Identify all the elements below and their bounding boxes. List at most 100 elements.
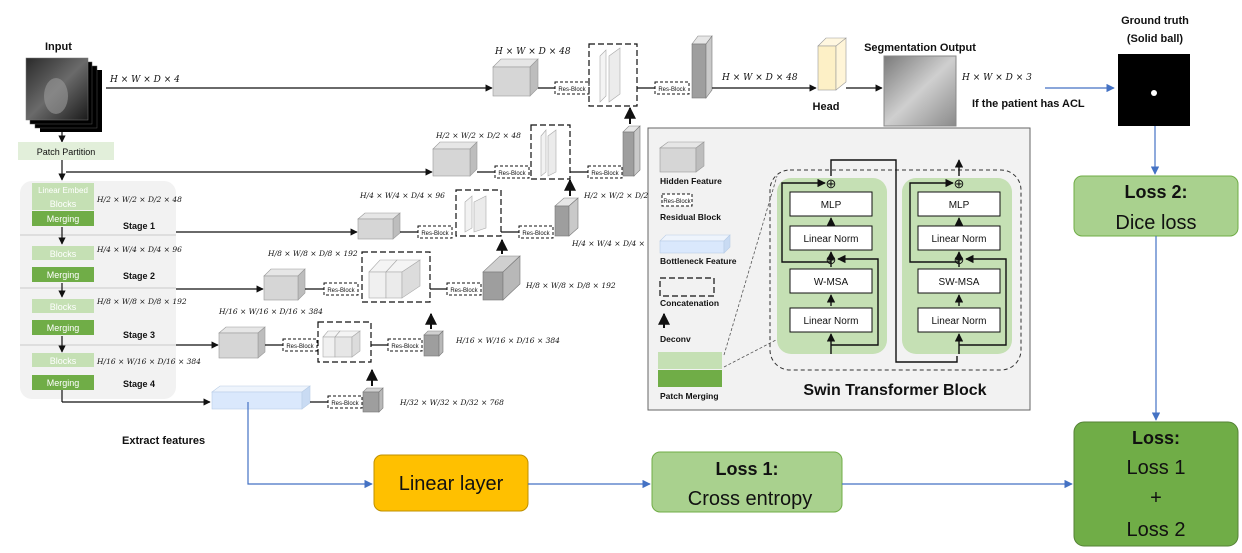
swin-ln-3 <box>917 225 1001 251</box>
concat-2 <box>455 189 502 237</box>
stage2-label: Stage 2 <box>123 271 155 281</box>
loss1-body: Cross entropy <box>688 488 813 510</box>
dim-seg-out: H × W × D × 3 <box>961 73 1032 83</box>
stage4-label: Stage 4 <box>123 379 155 389</box>
legend-merging-dark <box>658 370 722 387</box>
total-loss-l1: Loss 1 <box>1127 457 1186 479</box>
swin-ln-2 <box>789 307 873 333</box>
stage4-merging-label: Merging <box>47 378 80 388</box>
ground-truth-line2: (Solid ball) <box>1127 33 1184 45</box>
dim-stage1: H/2 × W/2 × D/2 × 48 <box>96 195 182 204</box>
legend-hidden-feature-icon <box>659 141 705 173</box>
dim-l4-right: H/16 × W/16 × D/16 × 384 <box>455 336 560 345</box>
res-block-0a-label: Res-Block <box>558 87 586 93</box>
stage4-merging-box <box>32 375 94 390</box>
dim-stage2: H/4 × W/4 × D/4 × 96 <box>96 245 182 254</box>
res-block-3b <box>446 282 482 296</box>
total-loss-l2: Loss 2 <box>1127 519 1186 541</box>
head-label: Head <box>813 101 840 113</box>
stage2-merging-box <box>32 267 94 282</box>
hidden-feature-l4 <box>218 326 266 359</box>
legend-bottleneck-icon <box>659 234 731 254</box>
res-block-3a-label: Res-Block <box>327 288 355 294</box>
input-mri-stack <box>25 57 102 132</box>
concat-1 <box>530 124 571 180</box>
legend-concatenation: Concatenation <box>660 298 719 308</box>
res-block-2a-label: Res-Block <box>421 231 449 237</box>
res-block-2b <box>518 225 554 239</box>
stage2-merging-label: Merging <box>47 270 80 280</box>
legend-patch-merging: Patch Merging <box>660 391 719 401</box>
res-block-1b <box>587 165 623 179</box>
patch-partition-box <box>18 142 114 160</box>
decoder-feature-l3 <box>482 255 521 301</box>
loss1-box <box>651 451 843 513</box>
ground-truth-line1: Ground truth <box>1121 15 1189 27</box>
swin-wmsa <box>789 268 873 294</box>
res-block-5 <box>327 395 363 409</box>
dim-top-in: H × W × D × 48 <box>494 47 571 57</box>
seg-output-image <box>883 55 957 127</box>
decoder-feature-l1 <box>622 125 641 177</box>
seg-output-label: Segmentation Output <box>864 42 976 54</box>
linear-layer-label: Linear layer <box>399 473 504 495</box>
stage3-label: Stage 3 <box>123 330 155 340</box>
legend-concat-icon <box>659 277 715 297</box>
stage2-blocks-box <box>32 246 94 260</box>
patch-partition-label: Patch Partition <box>37 147 96 157</box>
head-block <box>817 37 847 91</box>
stage1-blocks-box <box>32 196 94 210</box>
dim-bottleneck: H/32 × W/32 × D/32 × 768 <box>399 398 504 407</box>
res-block-0b <box>654 81 690 95</box>
swin-wmsa-label: W-MSA <box>814 277 849 288</box>
swin-plus-3: ⊕ <box>954 176 965 191</box>
swin-ln-4-label: Linear Norm <box>931 316 986 327</box>
stage3-blocks-box <box>32 299 94 313</box>
ground-truth-ball <box>1151 90 1157 96</box>
swin-mlp-1-label: MLP <box>821 200 842 211</box>
legend-hidden-feature: Hidden Feature <box>660 176 722 186</box>
dim-l2-left: H/4 × W/4 × D/4 × 96 <box>359 191 445 200</box>
res-block-1a <box>494 165 530 179</box>
concat-4 <box>317 321 372 363</box>
dim-l2-right: H/4 × W/4 × D/4 × 96 <box>571 239 657 248</box>
stage4-blocks-label: Blocks <box>50 356 77 366</box>
stage3-merging-box <box>32 320 94 335</box>
swin-mlp-2 <box>917 191 1001 217</box>
total-loss-plus: + <box>1150 487 1162 509</box>
concat-0-slices <box>599 47 621 103</box>
res-block-2b-label: Res-Block <box>522 231 550 237</box>
total-loss-title: Loss: <box>1132 428 1180 448</box>
swin-mlp-2-label: MLP <box>949 200 970 211</box>
res-block-4b <box>387 338 423 352</box>
legend-residual-block: Residual Block <box>660 212 721 222</box>
hidden-feature-l1 <box>432 141 478 177</box>
dim-stage4: H/16 × W/16 × D/16 × 384 <box>96 357 201 366</box>
stage1-blocks-label: Blocks <box>50 199 77 209</box>
input-label: Input <box>45 41 72 53</box>
swin-ln-1 <box>789 225 873 251</box>
dim-top-out: H × W × D × 48 <box>721 73 798 83</box>
decoder-feature-top <box>691 35 713 99</box>
swin-ln-4 <box>917 307 1001 333</box>
swin-mlp-1 <box>789 191 873 217</box>
dim-stage3: H/8 × W/8 × D/8 × 192 <box>96 297 187 306</box>
res-block-4b-label: Res-Block <box>391 344 419 350</box>
swin-ln-2-label: Linear Norm <box>803 316 858 327</box>
legend-deconv: Deconv <box>660 334 691 344</box>
res-block-3b-label: Res-Block <box>450 288 478 294</box>
swin-ln-1-label: Linear Norm <box>803 234 858 245</box>
stage3-merging-label: Merging <box>47 323 80 333</box>
stage3-blocks-label: Blocks <box>50 302 77 312</box>
dim-l3-left: H/8 × W/8 × D/8 × 192 <box>267 249 358 258</box>
swin-swmsa-label: SW-MSA <box>939 277 980 288</box>
decoder-feature-l2 <box>554 197 579 237</box>
swin-ln-3-label: Linear Norm <box>931 234 986 245</box>
decoder-feature-l4 <box>423 330 444 357</box>
res-block-5-label: Res-Block <box>331 401 359 407</box>
legend-merging-light <box>658 352 722 369</box>
res-block-1a-label: Res-Block <box>498 171 526 177</box>
stage1-label: Stage 1 <box>123 221 155 231</box>
